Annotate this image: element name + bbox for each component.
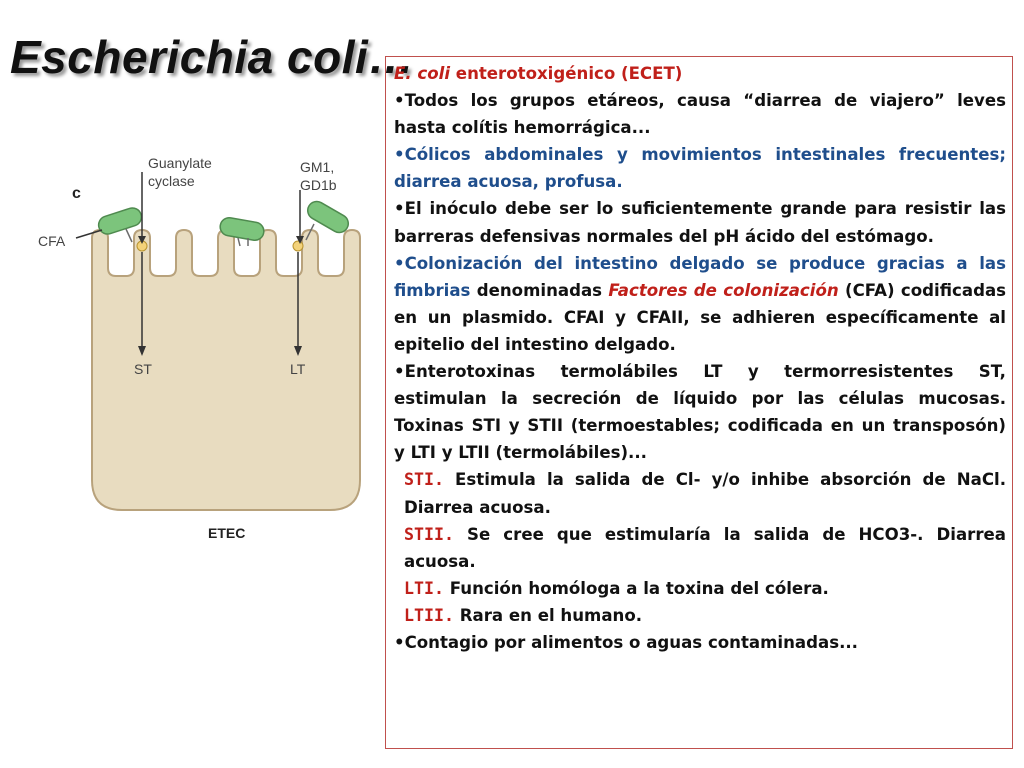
bullet-4-a: •Colonización del intestino delgado se p… bbox=[394, 253, 1006, 300]
intestinal-cell bbox=[91, 228, 361, 511]
label-lt: LT bbox=[290, 361, 306, 377]
lti-item: LTI. Función homóloga a la toxina del có… bbox=[394, 575, 1006, 602]
bullet-1: •Todos los grupos etáreos, causa “diarre… bbox=[394, 91, 1006, 138]
bullet-2: •Cólicos abdominales y movimientos intes… bbox=[394, 145, 1006, 192]
bullet-4-c: Factores de colonización bbox=[608, 280, 839, 300]
stii-text: Se cree que estimularía la salida de HCO… bbox=[404, 524, 1006, 571]
label-etec: ETEC bbox=[208, 525, 245, 541]
label-cfa: CFA bbox=[38, 233, 66, 249]
label-cyclase: cyclase bbox=[148, 173, 195, 189]
label-gm1: GM1, bbox=[300, 159, 334, 175]
sti-label: STI. bbox=[404, 470, 444, 490]
bullet-4-d: (CFA) codificadas en un plasmido. CFAI y… bbox=[394, 280, 1007, 354]
heading-italic: E. coli bbox=[394, 64, 451, 83]
bullet-5: •Enterotoxinas termolábiles LT y termorr… bbox=[394, 362, 1006, 463]
ltii-item: LTII. Rara en el humano. bbox=[394, 602, 1006, 629]
etec-diagram: c Guanylate cyclase GM1, GD1b CFA ST LT … bbox=[30, 150, 380, 550]
lti-text: Función homóloga a la toxina del cólera. bbox=[443, 578, 829, 598]
panel-letter: c bbox=[72, 185, 81, 202]
bullet-4: •Colonización del intestino delgado se p… bbox=[394, 250, 1006, 358]
stii-label: STII. bbox=[404, 524, 454, 544]
sti-item: STI. Estimula la salida de Cl- y/o inhib… bbox=[394, 466, 1006, 520]
heading: E. coli enterotoxigénico (ECET) bbox=[394, 60, 1006, 87]
label-st: ST bbox=[134, 361, 152, 377]
bullet-3: •El inóculo debe ser lo suficientemente … bbox=[394, 199, 1006, 246]
sti-text: Estimula la salida de Cl- y/o inhibe abs… bbox=[404, 470, 1006, 517]
label-guanylate: Guanylate bbox=[148, 155, 212, 171]
label-gd1b: GD1b bbox=[300, 177, 337, 193]
ltii-label: LTII. bbox=[404, 605, 454, 625]
bacterium bbox=[97, 207, 143, 235]
ltii-text: Rara en el humano. bbox=[453, 605, 643, 625]
stii-item: STII. Se cree que estimularía la salida … bbox=[394, 521, 1006, 575]
bullet-6: •Contagio por alimentos o aguas contamin… bbox=[394, 632, 858, 652]
heading-rest: enterotoxigénico (ECET) bbox=[450, 64, 683, 83]
bacterium bbox=[306, 200, 350, 234]
bullet-4-b: denominadas bbox=[470, 280, 609, 300]
receptor bbox=[292, 240, 304, 252]
slide-title: Escherichia coli… bbox=[10, 31, 415, 83]
bacterium bbox=[219, 216, 265, 242]
lti-label: LTI. bbox=[404, 578, 444, 598]
content-box: E. coli enterotoxigénico (ECET) •Todos l… bbox=[385, 56, 1013, 749]
